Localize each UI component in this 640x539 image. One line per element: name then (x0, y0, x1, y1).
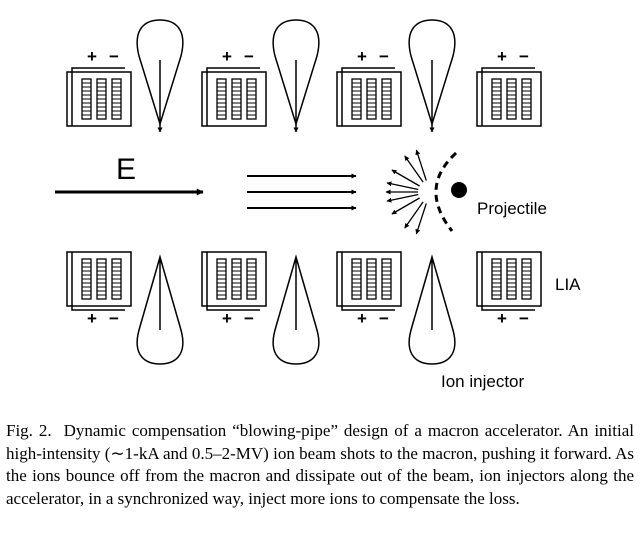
scatter-arrow (415, 203, 427, 235)
plus-terminal: + (497, 309, 507, 328)
field-label: E (116, 153, 136, 186)
lia-frame (201, 71, 267, 127)
minus-terminal: − (379, 309, 389, 328)
lia-unit: +− (66, 47, 132, 127)
plus-terminal: + (357, 47, 367, 66)
figure-number: Fig. 2. (6, 421, 52, 440)
minus-terminal: − (109, 309, 119, 328)
minus-terminal: − (519, 47, 529, 66)
injector-body (272, 254, 320, 365)
plus-terminal: + (222, 47, 232, 66)
scatter-arrow (391, 169, 420, 187)
scatter-arrow (404, 201, 424, 229)
blowing-pipe-diagram: +−+−+−+− +−+−+−+− E Projectile LIA Ion i… (55, 19, 581, 391)
projectile-label: Projectile (477, 199, 547, 218)
injector-body (408, 19, 456, 127)
macron-shell (434, 151, 458, 232)
plus-terminal: + (497, 47, 507, 66)
ion-injector (408, 19, 456, 133)
scattered-ions (385, 149, 427, 235)
plus-terminal: + (87, 309, 97, 328)
lia-frame (476, 251, 542, 307)
minus-terminal: − (519, 309, 529, 328)
lia-unit: +− (201, 47, 267, 127)
bottom-lia-row: +−+−+−+− (66, 251, 542, 328)
minus-terminal: − (244, 309, 254, 328)
top-injector-row (136, 19, 456, 133)
top-lia-row: +−+−+−+− (66, 47, 542, 127)
lia-frame (476, 71, 542, 127)
figure-caption: Fig. 2.Dynamic compensation “blowing-pip… (6, 420, 634, 510)
ion-injector (272, 254, 320, 365)
lia-frame (336, 251, 402, 307)
injector-body (408, 254, 456, 365)
ion-injector (136, 254, 184, 365)
scatter-arrow (391, 197, 420, 215)
ion-injector (136, 19, 184, 133)
minus-terminal: − (379, 47, 389, 66)
lia-frame (201, 251, 267, 307)
minus-terminal: − (109, 47, 119, 66)
lia-unit: +− (476, 251, 542, 328)
lia-frame (66, 251, 132, 307)
scatter-arrow (404, 155, 424, 183)
lia-frame (336, 71, 402, 127)
plus-terminal: + (222, 309, 232, 328)
injector-body (272, 19, 320, 127)
plus-terminal: + (357, 309, 367, 328)
bottom-injector-row (136, 254, 456, 365)
plus-terminal: + (87, 47, 97, 66)
ion-injector-label: Ion injector (441, 372, 524, 391)
scatter-arrow (415, 149, 427, 181)
projectile-ball (451, 182, 467, 198)
injector-body (136, 19, 184, 127)
lia-unit: +− (476, 47, 542, 127)
lia-label: LIA (555, 275, 581, 294)
lia-unit: +− (201, 251, 267, 328)
minus-terminal: − (244, 47, 254, 66)
scatter-arrow (386, 193, 419, 203)
lia-unit: +− (66, 251, 132, 328)
injector-body (136, 254, 184, 365)
ion-injector (408, 254, 456, 365)
caption-text: Dynamic compensation “blowing-pipe” desi… (6, 421, 634, 508)
scatter-arrow (386, 181, 419, 191)
lia-unit: +− (336, 251, 402, 328)
lia-unit: +− (336, 47, 402, 127)
lia-frame (66, 71, 132, 127)
ion-injector (272, 19, 320, 133)
